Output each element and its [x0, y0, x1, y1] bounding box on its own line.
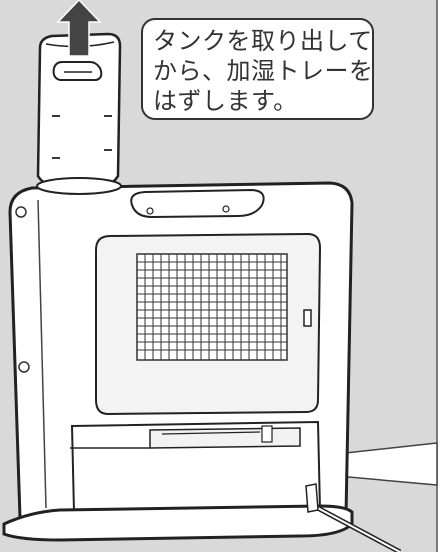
- side-hinge-bottom: [18, 361, 30, 373]
- handle-screw-left: [146, 207, 154, 215]
- tray-clip: [261, 425, 273, 443]
- lift-arrow: [56, 0, 102, 57]
- top-handle: [130, 188, 265, 219]
- handle-screw-right: [222, 205, 230, 213]
- instruction-line-3: はずします。: [153, 87, 298, 115]
- body-inner-line: [37, 199, 47, 509]
- humidifier-tray: [149, 427, 301, 449]
- vent-grille: [136, 253, 288, 361]
- instruction-line-2: から、加湿トレーを: [153, 57, 374, 85]
- water-tank: [36, 32, 122, 195]
- side-hinge-top: [15, 206, 27, 218]
- tank-handle: [52, 61, 103, 81]
- base-stand: [2, 504, 354, 542]
- side-strip: [437, 0, 445, 552]
- cord-outlet: [305, 483, 319, 513]
- tray-rim: [161, 431, 261, 435]
- power-cord-highlight: [313, 505, 401, 552]
- instruction-line-1: タンクを取り出して: [153, 27, 373, 55]
- instruction-callout: タンクを取り出して から、加湿トレーを はずします。: [141, 18, 374, 120]
- panel-latch: [303, 309, 312, 327]
